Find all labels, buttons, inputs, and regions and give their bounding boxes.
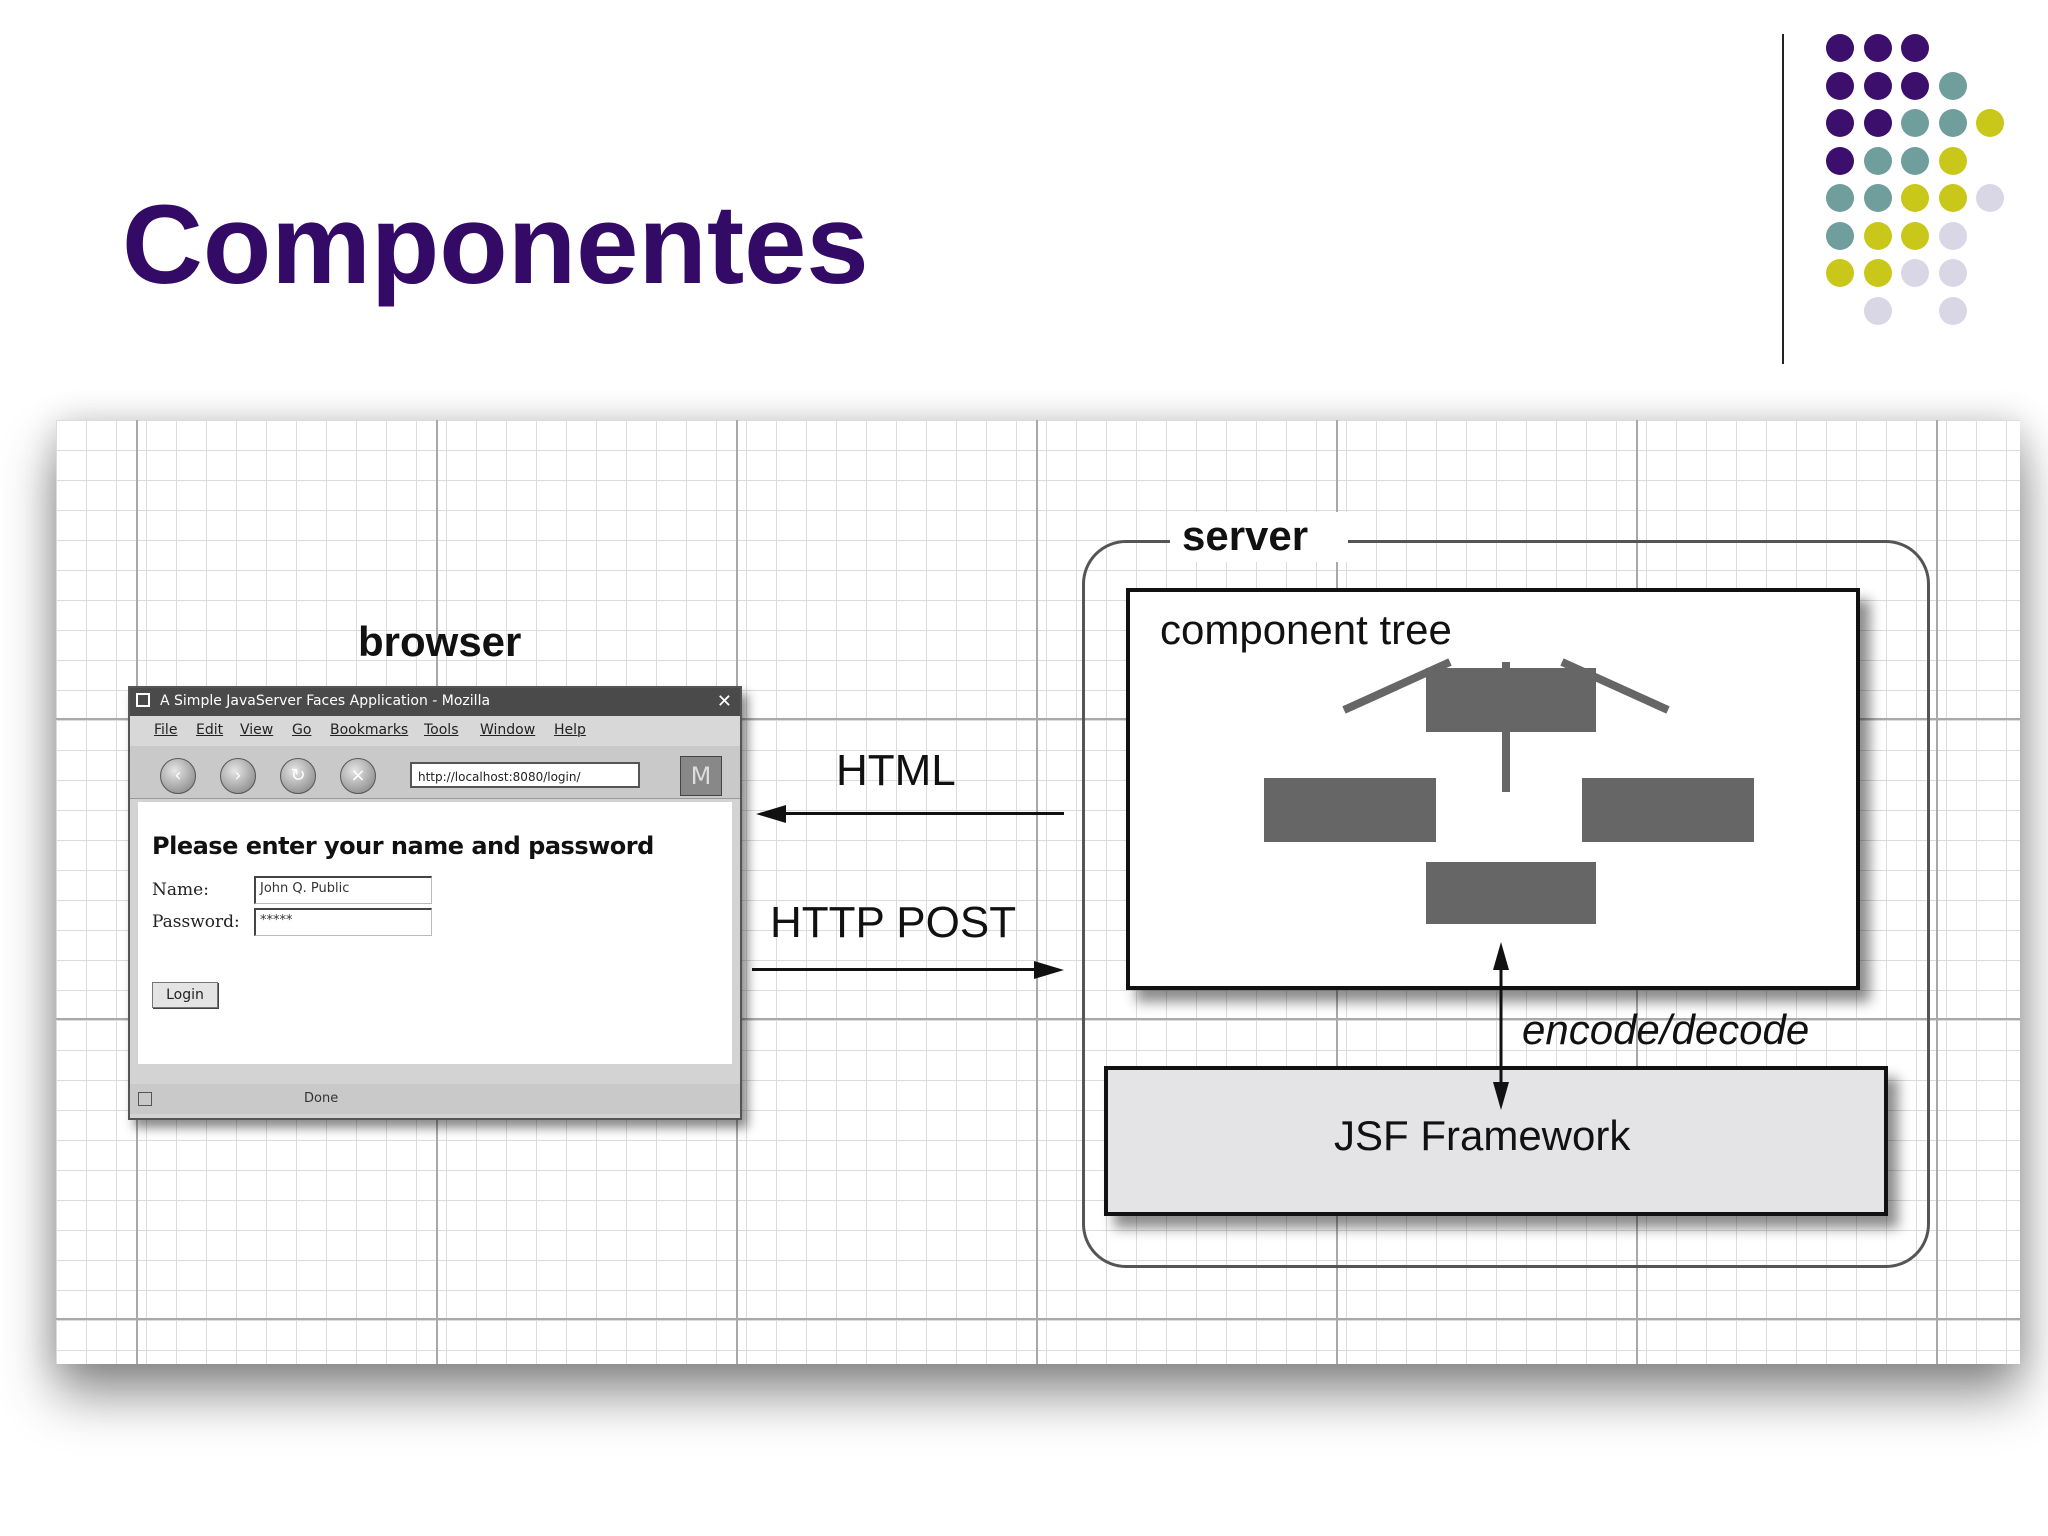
window-menu-icon[interactable]	[136, 693, 150, 707]
decorative-dot	[1826, 34, 1854, 62]
decorative-dot	[1938, 109, 1967, 137]
decorative-dot	[1863, 184, 1892, 212]
tree-node-right	[1582, 778, 1754, 842]
tree-node-bottom	[1426, 862, 1596, 924]
decorative-dot	[1901, 109, 1929, 137]
decorative-dot	[1863, 109, 1892, 137]
decorative-dot	[1826, 109, 1854, 137]
decorative-dot	[1938, 184, 1967, 212]
decorative-dot	[1976, 184, 2004, 212]
http-post-arrow-label: HTTP POST	[770, 898, 1017, 947]
menu-item-bookmarks[interactable]: Bookmarks	[330, 722, 409, 738]
title-divider	[1782, 34, 1784, 364]
name-label: Name:	[152, 880, 209, 900]
browser-window: A Simple JavaServer Faces Application - …	[128, 686, 742, 1120]
decorative-dot	[1901, 71, 1929, 100]
browser-toolbar: ‹ › ↻ × http://localhost:8080/login/ M	[130, 746, 740, 799]
component-tree-box: component tree	[1126, 588, 1860, 990]
url-text: http://localhost:8080/login/	[418, 770, 581, 784]
slide-title: Componentes	[122, 182, 869, 307]
decorative-dot	[1901, 184, 1929, 212]
decorative-dot	[1863, 71, 1892, 100]
tree-node-root	[1426, 668, 1596, 732]
menu-item-go[interactable]: Go	[292, 722, 312, 738]
decorative-dot	[1863, 146, 1892, 175]
decorative-dot	[1863, 296, 1892, 325]
jsf-framework-label: JSF Framework	[1334, 1112, 1631, 1159]
encode-decode-arrow	[1493, 942, 1509, 1110]
decorative-dot	[1826, 259, 1854, 287]
decorative-dot	[1901, 259, 1929, 287]
http-post-arrow-head	[1034, 961, 1064, 979]
decorative-dot	[1826, 184, 1854, 212]
decorative-dot	[1826, 146, 1854, 175]
decorative-dot	[1938, 259, 1967, 287]
decorative-dot	[1826, 221, 1854, 250]
menu-item-edit[interactable]: Edit	[196, 722, 224, 738]
browser-label: browser	[358, 618, 522, 665]
back-icon[interactable]: ‹	[160, 758, 196, 794]
encode-decode-label: encode/decode	[1522, 1006, 1810, 1053]
decorative-dot	[1826, 71, 1854, 100]
status-icon	[138, 1092, 152, 1106]
decorative-dot	[1863, 34, 1892, 62]
url-field[interactable]: http://localhost:8080/login/	[410, 762, 640, 788]
server-label: server	[1182, 512, 1309, 559]
menu-item-window[interactable]: Window	[480, 722, 536, 738]
component-tree-graphic	[1264, 658, 1754, 924]
stop-icon[interactable]: ×	[340, 758, 376, 794]
decorative-dot	[1863, 221, 1892, 250]
server-frame	[1082, 540, 1930, 1268]
decorative-dot	[1938, 71, 1967, 100]
password-input[interactable]: *****	[254, 908, 432, 936]
browser-window-title: A Simple JavaServer Faces Application - …	[160, 693, 491, 709]
menu-item-view[interactable]: View	[240, 722, 274, 738]
decorative-dot	[1938, 296, 1967, 325]
mozilla-logo-icon: M	[680, 756, 722, 796]
menu-item-help[interactable]: Help	[554, 722, 586, 738]
html-arrow-head	[756, 805, 786, 823]
decorative-dot	[1938, 146, 1967, 175]
browser-titlebar: A Simple JavaServer Faces Application - …	[130, 688, 740, 716]
status-text: Done	[304, 1091, 339, 1106]
menu-item-tools[interactable]: Tools	[424, 722, 459, 738]
menu-item-file[interactable]: File	[154, 722, 178, 738]
tree-node-left	[1264, 778, 1436, 842]
http-post-arrow-line	[752, 968, 1036, 971]
html-arrow-line	[784, 812, 1064, 815]
browser-page-content: Please enter your name and password Name…	[138, 802, 732, 1064]
component-tree-label: component tree	[1160, 606, 1452, 653]
browser-menubar: File Edit View Go Bookmarks Tools Window…	[130, 716, 740, 746]
decorative-dot	[1901, 221, 1929, 250]
reload-icon[interactable]: ↻	[280, 758, 316, 794]
password-label: Password:	[152, 912, 240, 932]
server-label-background	[1170, 512, 1348, 562]
decorative-dot	[1901, 146, 1929, 175]
decorative-dot	[1901, 34, 1929, 62]
html-arrow-label: HTML	[836, 746, 956, 795]
browser-statusbar: Done	[130, 1084, 740, 1114]
close-icon[interactable]: ✕	[716, 691, 732, 712]
login-button[interactable]: Login	[152, 982, 218, 1008]
decorative-dot	[1938, 221, 1967, 250]
name-input[interactable]: John Q. Public	[254, 876, 432, 904]
decorative-dot	[1863, 259, 1892, 287]
forward-icon[interactable]: ›	[220, 758, 256, 794]
decorative-dot	[1976, 109, 2004, 137]
login-heading: Please enter your name and password	[152, 832, 654, 860]
